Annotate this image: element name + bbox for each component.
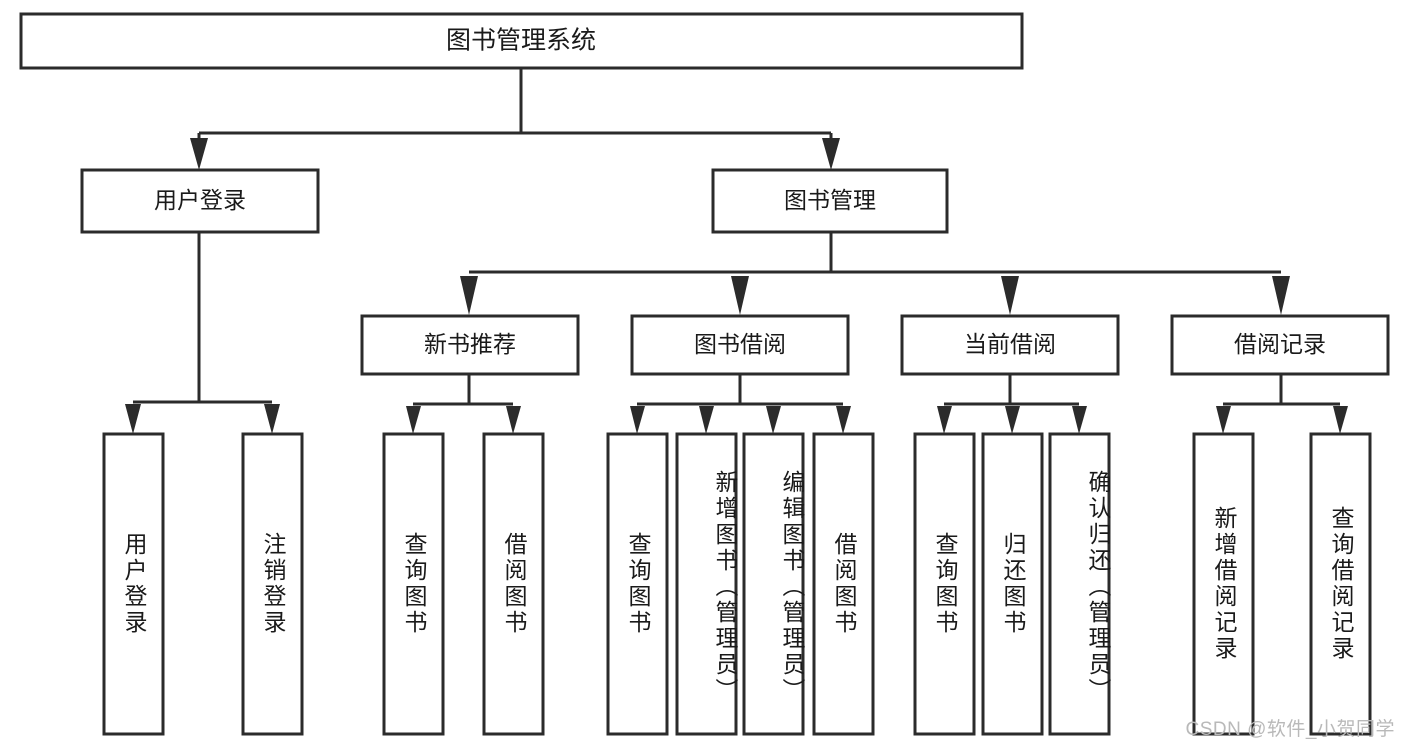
node-box-cb-confirm-return[interactable] xyxy=(1048,432,1111,736)
connector-group-user-login xyxy=(125,232,280,434)
node-label-book-manage: 图书管理 xyxy=(784,187,876,213)
node-label-book-borrow: 图书借阅 xyxy=(694,331,786,357)
connector-group-book-borrow xyxy=(630,375,851,434)
node-box-user-login[interactable] xyxy=(80,168,320,234)
arrowhead-to-bb-edit-book xyxy=(766,406,781,434)
node-box-current-borrow[interactable] xyxy=(900,314,1120,376)
connector-group-borrow-record xyxy=(1216,375,1348,434)
node-box-br-query-record[interactable] xyxy=(1309,432,1372,736)
node-box-bb-add-book[interactable] xyxy=(675,432,738,736)
arrowhead-to-br-query-record xyxy=(1333,406,1348,434)
node-box-logout-leaf[interactable] xyxy=(241,432,304,736)
arrowhead-to-new-book-rec xyxy=(460,276,478,315)
node-box-rec-query-book[interactable] xyxy=(382,432,445,736)
arrowhead-to-user-login-leaf xyxy=(125,404,141,434)
node-box-rec-borrow-book[interactable] xyxy=(482,432,545,736)
node-box-bb-borrow-book[interactable] xyxy=(812,432,875,736)
node-box-root[interactable] xyxy=(19,12,1024,70)
node-box-book-manage[interactable] xyxy=(711,168,949,234)
arrowhead-to-logout-leaf xyxy=(264,404,280,434)
connector-group-current-borrow xyxy=(937,375,1087,434)
connector-group-new-book-rec xyxy=(406,375,521,434)
node-box-book-borrow[interactable] xyxy=(630,314,850,376)
node-box-br-add-record[interactable] xyxy=(1192,432,1255,736)
node-box-new-book-rec[interactable] xyxy=(360,314,580,376)
csdn-watermark: CSDN @软件_小贺同学 xyxy=(1185,719,1395,740)
arrowhead-to-rec-query-book xyxy=(406,406,421,434)
node-label-new-book-rec: 新书推荐 xyxy=(424,331,516,357)
connector-group-root xyxy=(190,68,840,170)
node-box-cb-query-book[interactable] xyxy=(913,432,976,736)
arrowhead-to-user-login xyxy=(190,138,208,170)
arrowhead-to-cb-confirm-return xyxy=(1072,406,1087,434)
arrowhead-to-bb-add-book xyxy=(699,406,714,434)
arrowhead-to-current-borrow xyxy=(1001,276,1019,315)
node-box-user-login-leaf[interactable] xyxy=(102,432,165,736)
node-box-bb-query-book[interactable] xyxy=(606,432,669,736)
node-box-bb-edit-book[interactable] xyxy=(742,432,805,736)
node-label-user-login: 用户登录 xyxy=(154,187,246,213)
node-label-current-borrow: 当前借阅 xyxy=(964,331,1056,357)
arrowhead-to-book-manage xyxy=(822,138,840,170)
arrowhead-to-borrow-record xyxy=(1272,276,1290,315)
arrowhead-to-bb-borrow-book xyxy=(836,406,851,434)
arrowhead-to-cb-query-book xyxy=(937,406,952,434)
node-label-borrow-record: 借阅记录 xyxy=(1234,331,1326,357)
connector-group-book-manage xyxy=(460,232,1290,315)
arrowhead-to-book-borrow xyxy=(731,276,749,315)
arrowhead-to-bb-query-book xyxy=(630,406,645,434)
arrowhead-to-br-add-record xyxy=(1216,406,1231,434)
arrowhead-to-rec-borrow-book xyxy=(506,406,521,434)
arrowhead-to-cb-return-book xyxy=(1005,406,1020,434)
node-label-root: 图书管理系统 xyxy=(446,27,596,55)
node-box-cb-return-book[interactable] xyxy=(981,432,1044,736)
node-box-borrow-record[interactable] xyxy=(1170,314,1390,376)
